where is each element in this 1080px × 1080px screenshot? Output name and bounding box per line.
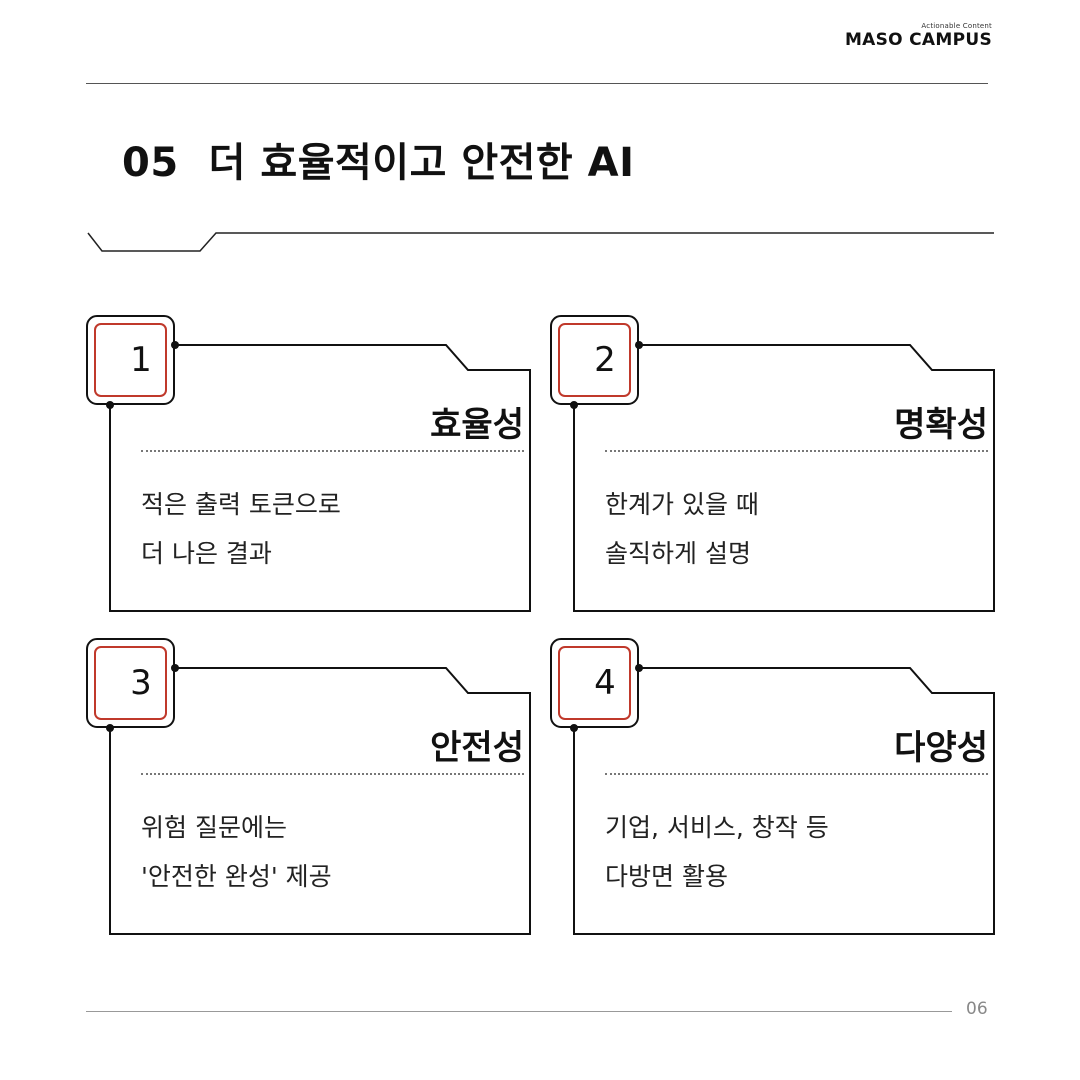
feature-card-diversity: 4 다양성 기업, 서비스, 창작 등 다방면 활용 <box>550 638 1020 940</box>
card-number: 4 <box>594 663 616 703</box>
card-description-line1: 위험 질문에는 <box>141 813 287 842</box>
feature-card-clarity: 2 명확성 한계가 있을 때 솔직하게 설명 <box>550 315 1020 617</box>
card-description-line1: 한계가 있을 때 <box>605 490 759 519</box>
card-number: 2 <box>594 340 616 380</box>
brand-logo: Actionable Content MASO CAMPUS <box>845 22 992 50</box>
section-title: 더 효율적이고 안전한 AI <box>208 140 635 186</box>
card-heading: 다양성 <box>894 728 988 768</box>
page-number: 06 <box>966 999 988 1019</box>
brand-name: MASO CAMPUS <box>844 30 992 50</box>
card-heading: 안전성 <box>430 728 524 768</box>
card-description-line2: '안전한 완성' 제공 <box>141 862 332 891</box>
card-number: 1 <box>130 340 152 380</box>
card-frame <box>86 638 531 935</box>
dotted-divider <box>605 773 988 775</box>
card-heading: 효율성 <box>430 405 524 445</box>
dotted-divider <box>141 450 524 452</box>
card-number: 3 <box>130 663 152 703</box>
card-description-line1: 기업, 서비스, 창작 등 <box>605 813 829 842</box>
card-description-line2: 더 나은 결과 <box>141 539 272 568</box>
card-description-line2: 다방면 활용 <box>605 862 728 891</box>
page-title: 05 더 효율적이고 안전한 AI <box>122 130 635 188</box>
brand-tagline: Actionable Content <box>921 22 992 30</box>
dotted-divider <box>141 773 524 775</box>
card-frame <box>550 638 995 935</box>
card-description-line2: 솔직하게 설명 <box>605 539 751 568</box>
top-divider <box>86 83 988 84</box>
section-number: 05 <box>122 140 179 186</box>
feature-card-efficiency: 1 효율성 적은 출력 토큰으로 더 나은 결과 <box>86 315 556 617</box>
title-underline-decoration <box>87 232 994 252</box>
feature-card-safety: 3 안전성 위험 질문에는 '안전한 완성' 제공 <box>86 638 556 940</box>
card-description-line1: 적은 출력 토큰으로 <box>141 490 341 519</box>
card-frame <box>86 315 531 612</box>
card-heading: 명확성 <box>894 405 988 445</box>
dotted-divider <box>605 450 988 452</box>
bottom-divider <box>86 1011 952 1012</box>
card-frame <box>550 315 995 612</box>
